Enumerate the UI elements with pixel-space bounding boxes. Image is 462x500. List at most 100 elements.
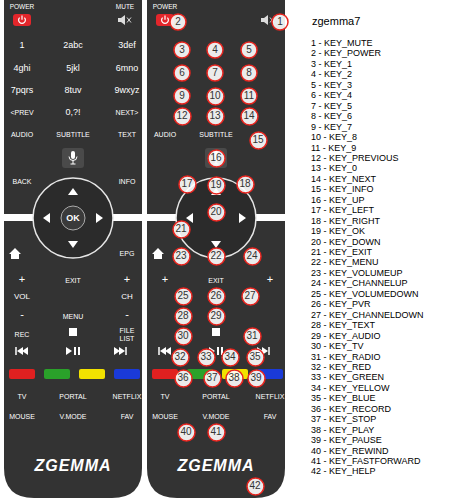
callout-circle: 10 [206, 87, 225, 106]
callout-outline [241, 88, 257, 104]
key-mapping: 36 - KEY_RECORD [311, 404, 391, 414]
callout-number: 22 [210, 251, 221, 261]
key-mapping: 40 - KEY_REWIND [311, 446, 389, 456]
callout-outline [175, 288, 192, 305]
key-mapping: 3 - KEY_1 [311, 59, 352, 69]
key-label: EPG [120, 250, 135, 257]
callout-outline [226, 370, 243, 387]
key-mapping: 38 - KEY_PLAY [311, 425, 374, 435]
key-label: 3def [118, 41, 136, 50]
key-mapping: 20 - KEY_DOWN [311, 237, 381, 247]
callout-number: 23 [175, 251, 186, 261]
key-mapping: 16 - KEY_UP [311, 195, 365, 205]
key-label: 5jkl [66, 64, 80, 73]
callout-outline [208, 177, 225, 194]
callout-circle: 6 [173, 64, 191, 82]
callout-outline [237, 176, 254, 193]
callout-circle: 17 [178, 175, 197, 194]
key-label: POWER [153, 4, 178, 11]
brand-logo: ZGEMMA [177, 458, 254, 474]
diagram-title: zgemma7 [312, 15, 360, 27]
callout-number: 40 [180, 427, 191, 437]
key-mapping: 11 - KEY_9 [311, 143, 356, 153]
key-label: TEXT [118, 131, 136, 138]
callout-outline [179, 176, 196, 193]
key-label: + [162, 274, 168, 285]
callout-circle: 12 [173, 107, 192, 126]
callout-circle: 26 [207, 287, 226, 306]
key-label: V.MODE [60, 413, 87, 420]
key-mapping: 6 - KEY_4 [311, 90, 352, 100]
key-label: FILE LIST [116, 327, 138, 343]
key-mapping: 33 - KEY_GREEN [311, 372, 384, 382]
callout-number: 37 [206, 373, 217, 383]
callout-circle: 25 [174, 287, 193, 306]
key-label: TV [18, 393, 27, 400]
key-mapping: 23 - KEY_VOLUMEUP [311, 268, 403, 278]
callout-outline [244, 328, 261, 345]
callout-number: 27 [244, 291, 255, 301]
callout-outline [247, 478, 264, 495]
key-mapping: 42 - KEY_HELP [311, 466, 376, 476]
callout-number: 25 [177, 291, 188, 301]
callout-outline [272, 14, 288, 30]
key-label: - [125, 309, 129, 320]
callout-circle: 41 [207, 423, 226, 442]
callout-circle: 40 [177, 423, 196, 442]
ok-outline [61, 206, 85, 230]
key-label: SUBTITLE [56, 131, 89, 138]
callout-outline [241, 108, 258, 125]
key-label: <PREV [10, 109, 33, 116]
callout-circle: 38 [225, 369, 244, 388]
callout-outline [173, 221, 190, 238]
key-label: SUBTITLE [199, 131, 232, 138]
key-label: + [124, 274, 130, 285]
callout-circle: 2 [169, 13, 187, 31]
key-mapping: 5 - KEY_3 [311, 80, 352, 90]
callout-circle: 15 [249, 131, 268, 150]
callout-number: 10 [209, 91, 220, 101]
key-label: FAV [264, 413, 277, 420]
key-label: NEXT> [116, 109, 139, 116]
key-label: VOL [14, 293, 30, 301]
callout-circle: 3 [173, 41, 191, 59]
key-label: - [20, 309, 24, 320]
callout-number: 18 [239, 179, 250, 189]
key-mapping: 1 - KEY_MUTE [311, 38, 373, 48]
callout-outline [207, 88, 224, 105]
callout-circle: 4 [206, 41, 224, 59]
callout-circle: 19 [207, 176, 226, 195]
callout-number: 7 [212, 68, 218, 78]
callout-outline [244, 248, 261, 265]
key-label: NETFLIX [256, 393, 285, 400]
key-mapping: 34 - KEY_YELLOW [311, 383, 390, 393]
callout-outline [248, 370, 265, 387]
key-mapping: 24 - KEY_CHANNELUP [311, 278, 408, 288]
key-label: 0,?! [65, 108, 80, 117]
ok-button: OK [60, 205, 86, 231]
callout-number: 9 [179, 91, 185, 101]
callout-outline [241, 42, 257, 58]
key-label: TV [161, 393, 170, 400]
callout-outline [178, 424, 195, 441]
key-label: OK [66, 214, 80, 223]
callout-circle: 22 [207, 247, 226, 266]
key-label: + [19, 274, 25, 285]
callout-number: 33 [200, 352, 211, 362]
callout-number: 12 [176, 111, 187, 121]
key-label: 9wxyz [114, 86, 139, 95]
callout-number: 26 [210, 291, 221, 301]
callout-circle: 33 [197, 348, 216, 367]
key-label: MOUSE [9, 413, 35, 420]
callout-circle: 34 [221, 348, 240, 367]
key-label: BACK [12, 178, 31, 185]
key-label: FAV [121, 413, 134, 420]
key-mapping: 14 - KEY_NEXT [311, 174, 376, 184]
callout-circle: 14 [240, 107, 259, 126]
key-label: PORTAL [202, 393, 229, 400]
key-label: REC [15, 331, 30, 338]
callout-number: 39 [250, 373, 261, 383]
callout-number: 24 [246, 251, 257, 261]
